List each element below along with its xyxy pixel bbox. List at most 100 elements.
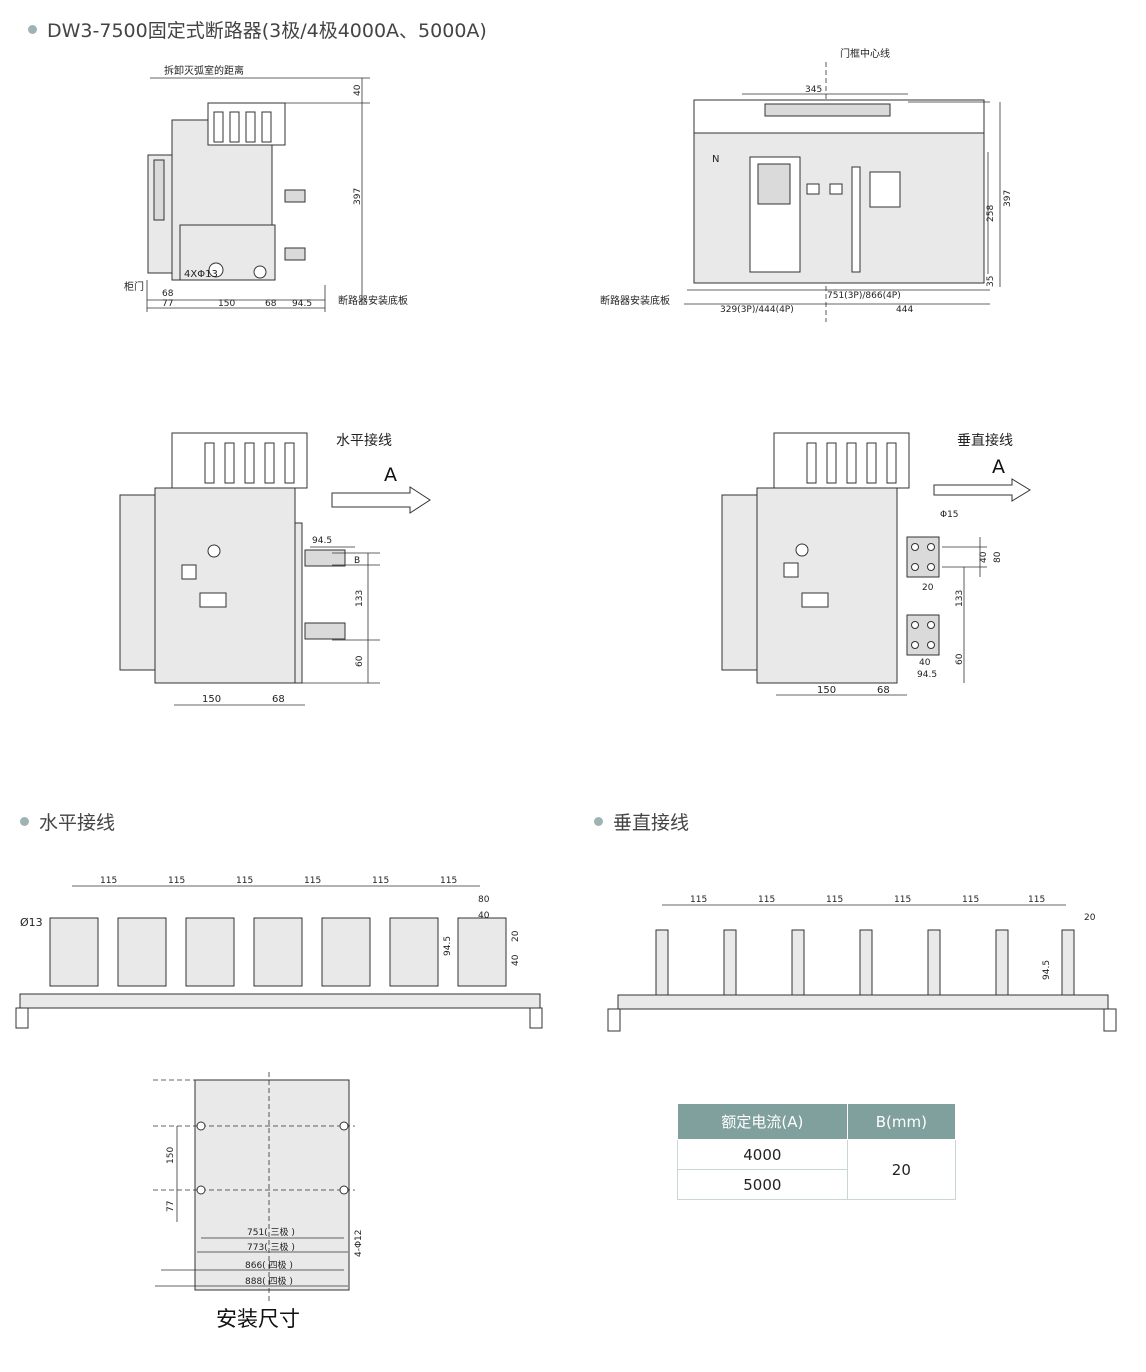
vertical-busbar — [927, 929, 941, 996]
mounting-hole-icon — [339, 1185, 349, 1195]
dim-94-5: 94.5 — [443, 936, 453, 956]
terminal-block — [49, 917, 99, 987]
dim-40b: 40 — [919, 658, 931, 668]
dim-397: 397 — [353, 188, 363, 205]
dim-345: 345 — [805, 85, 822, 95]
arrow-right-icon — [933, 478, 1031, 502]
horizontal-busbar-lower — [304, 622, 346, 640]
dim-68-top: 68 — [162, 289, 174, 299]
terminal-block — [321, 917, 371, 987]
table-cell: 4000 — [677, 1139, 848, 1170]
dim-329-444: 329(3P)/444(4P) — [720, 305, 794, 315]
dim-80: 80 — [478, 895, 490, 905]
dim-60: 60 — [355, 655, 365, 667]
terminal-block — [253, 917, 303, 987]
terminal-group — [49, 917, 507, 987]
vertical-section-title-text: 垂直接线 — [613, 812, 690, 834]
horizontal-dim-row: 115 115 115 115 115 115 — [72, 876, 480, 887]
dim-77: 77 — [162, 299, 173, 309]
mounting-hole-icon — [196, 1185, 206, 1195]
horizontal-label: 水平接线 — [336, 432, 392, 449]
header-rated-current: 额定电流(A) — [677, 1103, 848, 1140]
knob-icon — [207, 544, 221, 558]
cabinet-door-label: 柜门 — [124, 280, 144, 293]
dim-b: B — [354, 556, 360, 566]
dim-258: 258 — [986, 205, 996, 222]
horizontal-connection-diagram: 水平接线 A 94.5 B 133 60 150 68 — [119, 432, 431, 706]
vertical-busbar-lower — [906, 614, 940, 656]
mounting-hole-icon — [196, 1121, 206, 1131]
table-cell-b: 20 — [846, 1139, 957, 1200]
vertical-busbar — [995, 929, 1009, 996]
vertical-section-title: 垂直接线 — [594, 808, 689, 835]
horizontal-busbar-upper — [304, 549, 346, 567]
dim-94-5: 94.5 — [917, 670, 937, 680]
mounting-hole-icon — [253, 265, 267, 279]
dim-150: 150 — [817, 685, 836, 696]
terminal-block — [185, 917, 235, 987]
dim-150: 150 — [202, 694, 221, 705]
dim-133: 133 — [355, 590, 365, 607]
horizontal-section-title: 水平接线 — [20, 808, 115, 835]
dim-40: 40 — [478, 911, 490, 921]
dim-40: 40 — [979, 551, 989, 563]
n-pole-label: N — [712, 154, 719, 165]
mounting-hole-icon — [339, 1121, 349, 1131]
page-title-text: DW3-7500固定式断路器(3极/4极4000A、5000A) — [47, 20, 487, 42]
vertical-busbar — [859, 929, 873, 996]
mount-plate-label: 断路器安装底板 — [338, 294, 408, 307]
page-title: DW3-7500固定式断路器(3极/4极4000A、5000A) — [28, 16, 487, 43]
dim-115: 115 — [304, 876, 321, 886]
vertical-busbar-upper — [906, 536, 940, 578]
dim-20: 20 — [511, 930, 521, 942]
dim-888: 888( 四极 ) — [245, 1275, 293, 1287]
dim-150: 150 — [166, 1147, 176, 1164]
dim-40: 40 — [353, 84, 363, 96]
terminal-block — [457, 917, 507, 987]
arrow-a-label: A — [992, 456, 1005, 478]
horizontal-section-title-text: 水平接线 — [39, 812, 116, 834]
dim-40b: 40 — [511, 954, 521, 966]
vertical-busbar — [1061, 929, 1075, 996]
base-plate — [19, 993, 541, 1009]
mounting-plate — [194, 1079, 350, 1291]
dim-20: 20 — [1084, 913, 1096, 923]
door-center-label: 门框中心线 — [840, 47, 890, 60]
arrow-a-label: A — [384, 464, 397, 486]
dim-94-5: 94.5 — [292, 299, 312, 309]
mount-plate-label-front: 断路器安装底板 — [600, 294, 670, 307]
vertical-label: 垂直接线 — [957, 432, 1013, 449]
vertical-busbar — [655, 929, 669, 996]
breaker-body — [756, 487, 898, 684]
vertical-connection-diagram: 垂直接线 A Φ15 40 80 20 133 40 94.5 60 150 6… — [721, 432, 1031, 696]
dim-773: 773( 三极 ) — [247, 1241, 295, 1253]
dim-397-front: 397 — [1003, 190, 1013, 207]
table-cell: 5000 — [677, 1169, 848, 1200]
breaker-body — [154, 487, 296, 684]
dim-35: 35 — [986, 276, 996, 287]
header-b: B(mm) — [846, 1103, 957, 1140]
dim-68: 68 — [877, 685, 890, 696]
dim-133: 133 — [955, 590, 965, 607]
dim-115: 115 — [894, 895, 911, 905]
dim-94-5: 94.5 — [312, 536, 332, 546]
dim-751: 751( 三极 ) — [247, 1226, 295, 1238]
dim-68: 68 — [272, 694, 285, 705]
mounting-diagram: 150 77 4-Φ12 751( 三极 ) 773( 三极 ) 866( 四极… — [153, 1072, 364, 1302]
rating-table: 额定电流(A) B(mm) 4000 20 5000 — [677, 1103, 957, 1200]
bullet-icon — [28, 25, 37, 34]
dim-115: 115 — [1028, 895, 1045, 905]
holes-label: 4-Φ12 — [354, 1229, 364, 1257]
dim-94-5: 94.5 — [1042, 960, 1052, 980]
dim-80: 80 — [993, 551, 1003, 563]
dim-866: 866( 四极 ) — [245, 1259, 293, 1271]
base-plate — [617, 994, 1109, 1010]
terminal-block — [389, 917, 439, 987]
dim-20: 20 — [922, 583, 934, 593]
knob-icon — [795, 543, 809, 557]
dim-115: 115 — [758, 895, 775, 905]
mounting-caption: 安装尺寸 — [216, 1307, 300, 1331]
dia13-label: Ø13 — [20, 916, 43, 929]
dim-68: 68 — [265, 299, 277, 309]
dim-115: 115 — [236, 876, 253, 886]
